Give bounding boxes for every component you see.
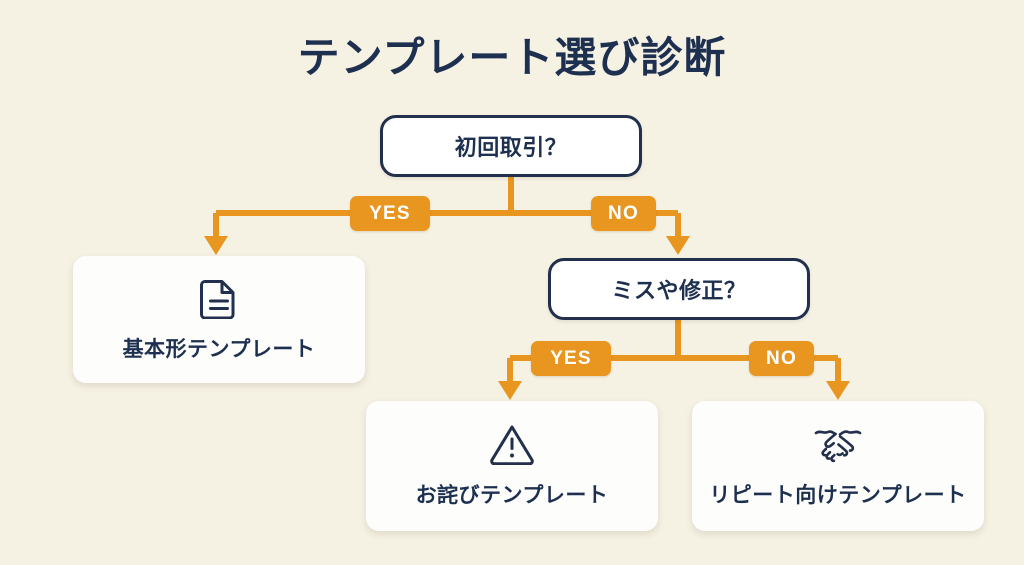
decision-node-mistake-fix[interactable]: ミスや修正？: [548, 258, 810, 320]
branch-badge-yes-2[interactable]: YES: [531, 341, 611, 376]
branch-badge-no-2[interactable]: NO: [749, 341, 814, 376]
arrowhead-to-apology-card: [498, 381, 522, 400]
result-card-basic[interactable]: 基本形テンプレート: [73, 256, 365, 383]
arrowhead-to-repeat-card: [826, 381, 850, 400]
result-card-label: 基本形テンプレート: [122, 337, 316, 361]
document-icon: [199, 277, 239, 319]
result-card-apology[interactable]: お詫びテンプレート: [366, 401, 658, 531]
arrowhead-to-decision2: [666, 236, 690, 255]
page-title: テンプレート選び診断: [297, 34, 727, 81]
decision-node-label: ミスや修正？: [611, 278, 747, 303]
result-card-repeat[interactable]: リピート向けテンプレート: [692, 401, 984, 531]
result-card-label: リピート向けテンプレート: [709, 484, 967, 507]
warning-triangle-icon: [489, 423, 535, 466]
decision-node-first-deal[interactable]: 初回取引？: [380, 115, 642, 177]
result-card-label: お詫びテンプレート: [415, 484, 609, 507]
arrowhead-to-basic-card: [204, 236, 228, 255]
handshake-icon: [812, 423, 864, 465]
decision-node-label: 初回取引？: [454, 135, 568, 160]
branch-badge-no-1[interactable]: NO: [591, 196, 656, 231]
branch-badge-yes-1[interactable]: YES: [350, 196, 430, 231]
